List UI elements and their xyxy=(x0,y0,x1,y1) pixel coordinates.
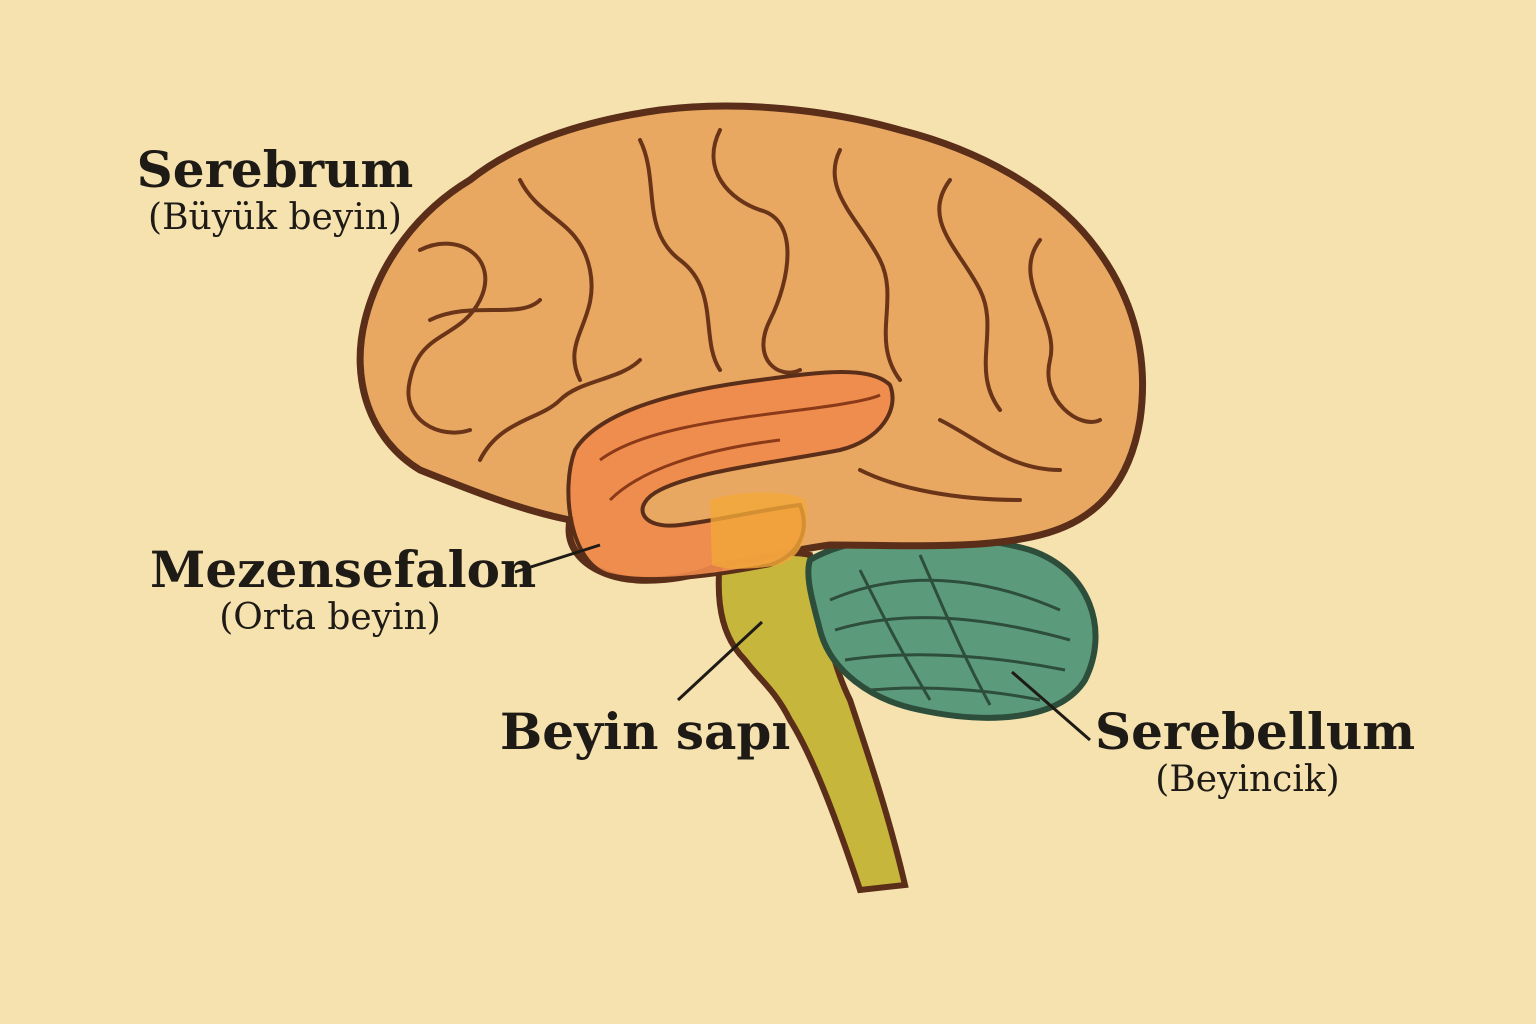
midbrain-subtitle: (Orta beyin) xyxy=(219,597,441,638)
brainstem-label: Beyin sapı xyxy=(500,702,791,761)
brainstem-leader-line xyxy=(676,620,764,702)
cerebrum-label: Serebrum (Büyük beyin) xyxy=(130,142,420,238)
cerebellum-folds xyxy=(829,554,1071,706)
cerebellum-subtitle: (Beyincik) xyxy=(1155,759,1340,800)
brainstem-title: Beyin sapı xyxy=(500,702,791,761)
cerebrum-gyri xyxy=(406,128,1102,502)
midbrain-shape xyxy=(566,370,895,582)
midbrain-folds xyxy=(599,393,881,502)
cerebrum-title: Serebrum xyxy=(136,140,414,199)
cerebrum-subtitle: (Büyük beyin) xyxy=(148,197,402,238)
cerebellum-leader-line xyxy=(1011,670,1091,742)
thalamus-highlight xyxy=(710,492,807,569)
midbrain-title: Mezensefalon xyxy=(150,540,537,599)
midbrain-leader-line xyxy=(514,543,601,574)
cerebellum-label: Serebellum (Beyincik) xyxy=(1095,702,1416,800)
midbrain-label: Mezensefalon (Orta beyin) xyxy=(150,540,537,638)
cerebellum-title: Serebellum xyxy=(1095,702,1416,761)
